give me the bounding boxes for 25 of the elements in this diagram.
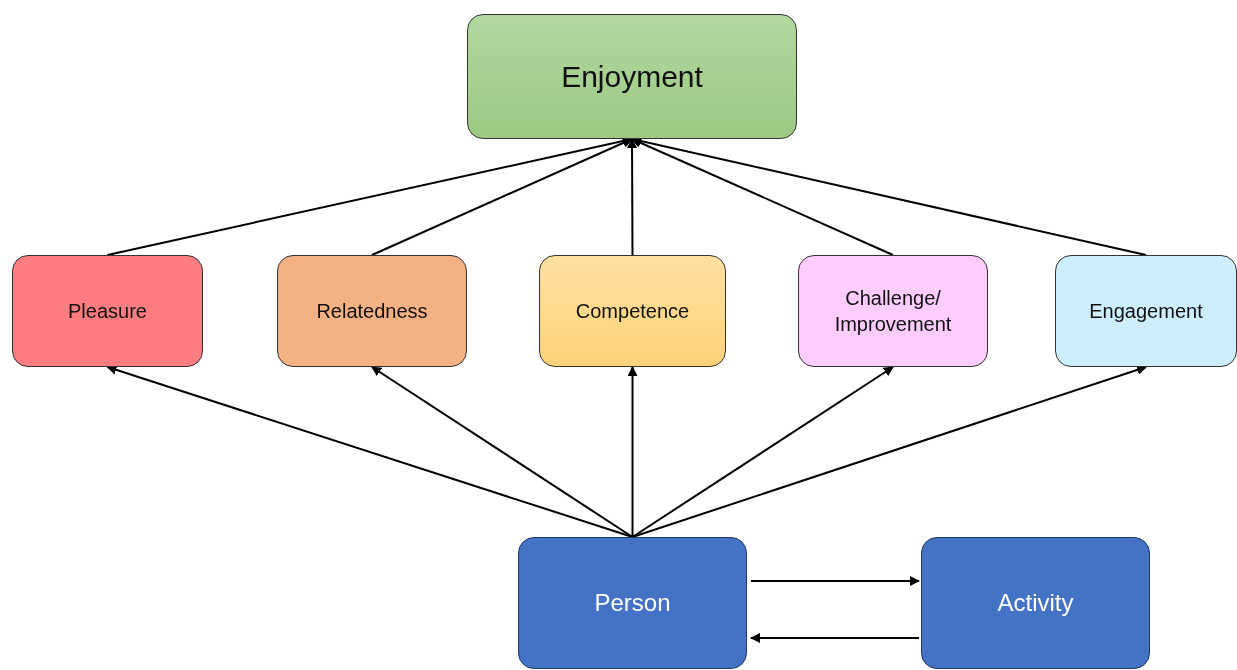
- node-label: Relatedness: [316, 299, 428, 324]
- entity-box: [518, 537, 747, 669]
- arrow: [750, 633, 920, 643]
- arrow: [627, 366, 638, 538]
- factor-box: [798, 255, 988, 367]
- node-label: Challenge/ Improvement: [833, 286, 953, 337]
- factor-box: [12, 255, 203, 367]
- arrow: [631, 366, 894, 538]
- node-label: Competence: [575, 299, 690, 324]
- node-label: Engagement: [1089, 299, 1203, 324]
- arrow: [750, 576, 920, 586]
- factor-box: [539, 255, 726, 367]
- node-label: Pleasure: [68, 299, 147, 324]
- arrow: [371, 138, 633, 256]
- node-label: Enjoyment: [561, 59, 703, 95]
- arrow: [371, 366, 634, 538]
- entity-box: [921, 537, 1150, 669]
- arrow: [627, 138, 638, 256]
- outcome-box: [467, 14, 797, 139]
- node-label: Activity: [997, 588, 1074, 619]
- arrow: [631, 365, 1147, 538]
- node-label: Person: [594, 588, 671, 619]
- arrow: [631, 138, 894, 256]
- factor-box: [277, 255, 467, 367]
- factor-box: [1055, 255, 1237, 367]
